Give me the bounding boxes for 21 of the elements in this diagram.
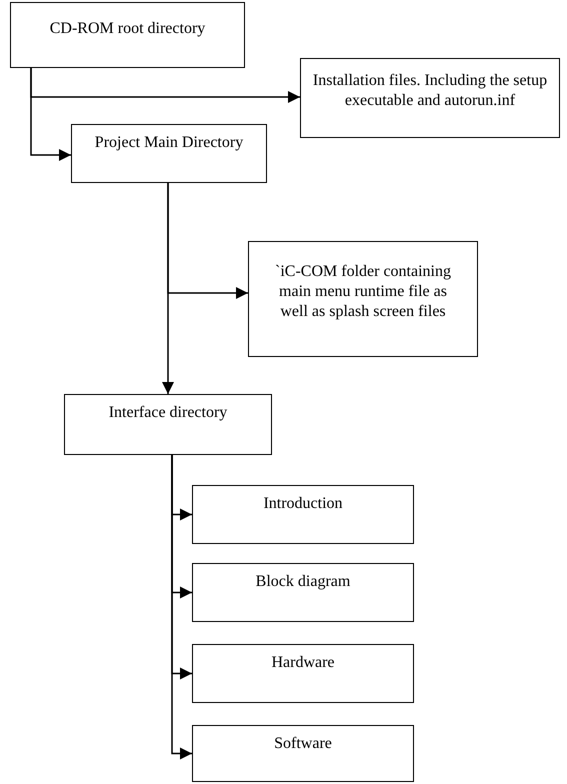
- folder-box: [248, 241, 478, 357]
- arrow: [171, 455, 192, 760]
- folder-label: `iC-COM folder containing main menu runtime file as well as splash screen files: [274, 262, 452, 322]
- folder-box: [71, 124, 267, 183]
- folder-label: Software: [274, 734, 332, 754]
- folder-label: Introduction: [263, 494, 343, 514]
- folder-label: Hardware: [271, 653, 335, 673]
- folder-label: Interface directory: [108, 403, 228, 423]
- folder-box: [192, 563, 414, 622]
- folder-box: [192, 725, 414, 782]
- arrow: [162, 183, 174, 394]
- folder-label: Installation files. Including the setup executable and autorun.inf: [312, 71, 548, 111]
- folder-label: Project Main Directory: [94, 133, 244, 153]
- arrow: [30, 68, 71, 161]
- folder-box: [10, 2, 245, 68]
- folder-box: [300, 58, 560, 138]
- folder-label: CD-ROM root directory: [50, 19, 206, 39]
- folder-box: [64, 394, 272, 455]
- folder-box: [192, 485, 414, 544]
- folder-box: [192, 644, 414, 703]
- folder-label: Block diagram: [256, 572, 350, 592]
